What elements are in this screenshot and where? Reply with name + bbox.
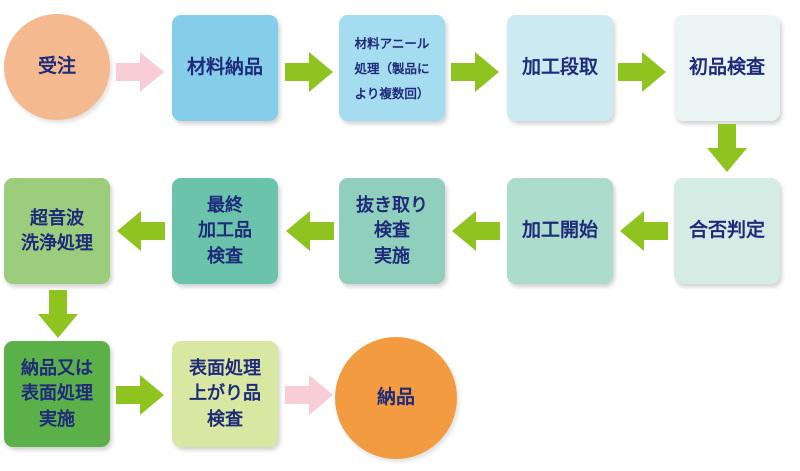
node-surface-inspection-label: 表面処理 上がり品 検査 xyxy=(189,358,261,430)
arrow-down-green-icon xyxy=(707,124,747,172)
node-pass-fail: 合否判定 xyxy=(674,178,780,284)
node-final-inspection: 最終 加工品 検査 xyxy=(172,178,278,284)
node-start-machining-label: 加工開始 xyxy=(521,219,598,242)
arrow-right-green-icon xyxy=(618,52,666,92)
node-delivery-or-surface-treatment-label: 納品又は 表面処理 実施 xyxy=(21,358,93,430)
arrow-right-green-icon xyxy=(451,52,499,92)
node-anneal-label: 材料アニール 処理（製品に より複数回） xyxy=(354,35,430,101)
arrow-right-green-icon xyxy=(285,52,333,92)
node-material-delivery-label: 材料納品 xyxy=(186,56,263,79)
node-first-article: 初品検査 xyxy=(674,15,780,121)
node-ultrasonic-cleaning-label: 超音波 洗浄処理 xyxy=(21,207,93,254)
arrow-left-green-icon xyxy=(117,211,165,251)
node-material-delivery: 材料納品 xyxy=(172,15,278,121)
node-anneal: 材料アニール 処理（製品に より複数回） xyxy=(339,15,445,121)
node-final-inspection-label: 最終 加工品 検査 xyxy=(198,195,252,267)
arrow-left-green-icon xyxy=(620,211,668,251)
node-ultrasonic-cleaning: 超音波 洗浄処理 xyxy=(4,178,110,284)
arrow-left-green-icon xyxy=(452,211,500,251)
node-punch-inspection: 抜き取り 検査 実施 xyxy=(339,178,445,284)
node-setup-label: 加工段取 xyxy=(521,56,598,79)
node-punch-inspection-label: 抜き取り 検査 実施 xyxy=(356,195,428,267)
arrow-right-pink-icon xyxy=(116,52,164,92)
node-delivery-label: 納品 xyxy=(376,386,415,409)
arrow-left-green-icon xyxy=(286,211,334,251)
node-order-label: 受注 xyxy=(37,55,76,78)
node-order: 受注 xyxy=(4,14,110,120)
node-start-machining: 加工開始 xyxy=(507,178,613,284)
node-surface-inspection: 表面処理 上がり品 検査 xyxy=(172,341,278,447)
node-pass-fail-label: 合否判定 xyxy=(688,219,765,242)
arrow-right-pink-icon xyxy=(285,375,333,415)
arrow-down-green-icon xyxy=(38,290,78,338)
node-setup: 加工段取 xyxy=(507,15,613,121)
node-first-article-label: 初品検査 xyxy=(688,56,765,79)
node-delivery: 納品 xyxy=(335,337,457,459)
node-delivery-or-surface-treatment: 納品又は 表面処理 実施 xyxy=(4,341,110,447)
arrow-right-green-icon xyxy=(116,375,164,415)
